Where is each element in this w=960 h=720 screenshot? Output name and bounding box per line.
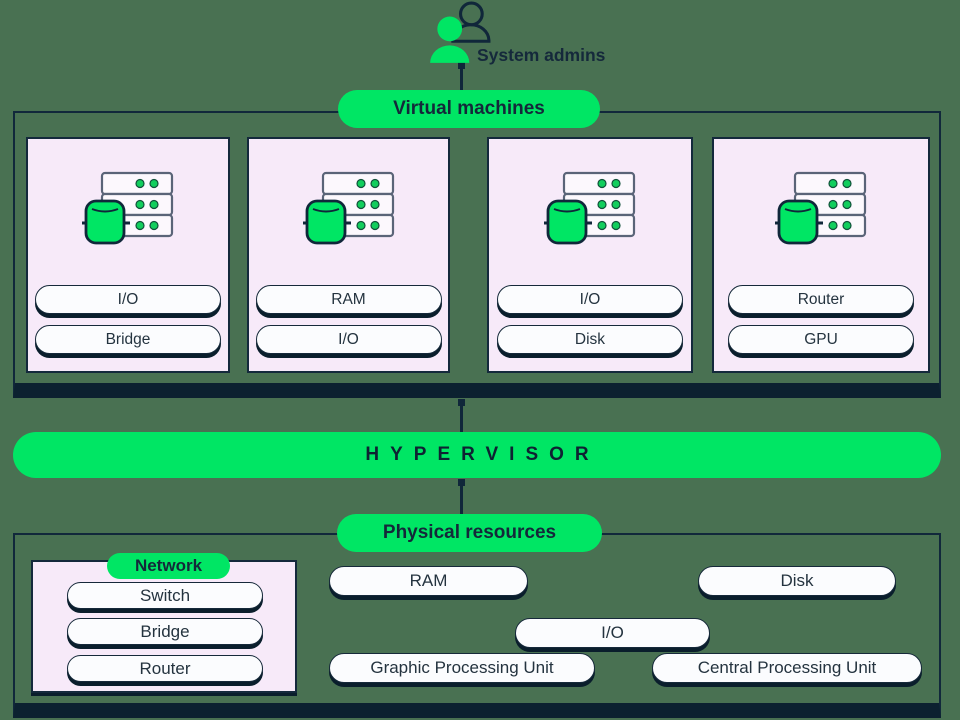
vm-card-4: Router GPU [712,137,930,373]
vm2-resource-pill: RAM [255,285,442,314]
disk-pill: Disk [698,566,896,596]
virtual-machines-title-pill: Virtual machines [338,90,600,128]
vm-card-2: RAM I/O [247,137,450,373]
gpu-pill: Graphic Processing Unit [329,653,595,683]
server-icon [82,171,174,245]
ram-pill: RAM [329,566,528,596]
cpu-pill: Central Processing Unit [652,653,922,683]
vm1-resource-pill: I/O [35,285,221,314]
connector-dot [458,62,465,69]
vm4-resource-pill: Router [728,285,914,314]
vm-card-1: I/O Bridge [26,137,230,373]
physical-resources-title-pill: Physical resources [337,514,602,552]
vm2-resource-pill: I/O [255,325,442,354]
vm1-resource-pill: Bridge [35,325,221,354]
connector-vm-to-hypervisor [460,400,463,432]
network-switch-pill: Switch [67,582,263,609]
connector-hypervisor-to-physical [460,480,463,514]
server-icon [544,171,636,245]
server-icon [302,171,394,245]
network-router-pill: Router [67,655,263,682]
server-icon [775,171,867,245]
io-pill: I/O [515,618,710,648]
vm3-resource-pill: Disk [497,325,683,354]
vm-card-3: I/O Disk [487,137,693,373]
system-admins-label: System admins [477,45,606,65]
vm4-resource-pill: GPU [728,325,914,354]
system-admins-icon [430,1,491,63]
network-title-pill: Network [107,553,230,579]
connector-admins-to-vm [460,67,463,91]
network-bridge-pill: Bridge [67,618,263,645]
hypervisor-bar: HYPERVISOR [13,432,941,478]
vm3-resource-pill: I/O [497,285,683,314]
